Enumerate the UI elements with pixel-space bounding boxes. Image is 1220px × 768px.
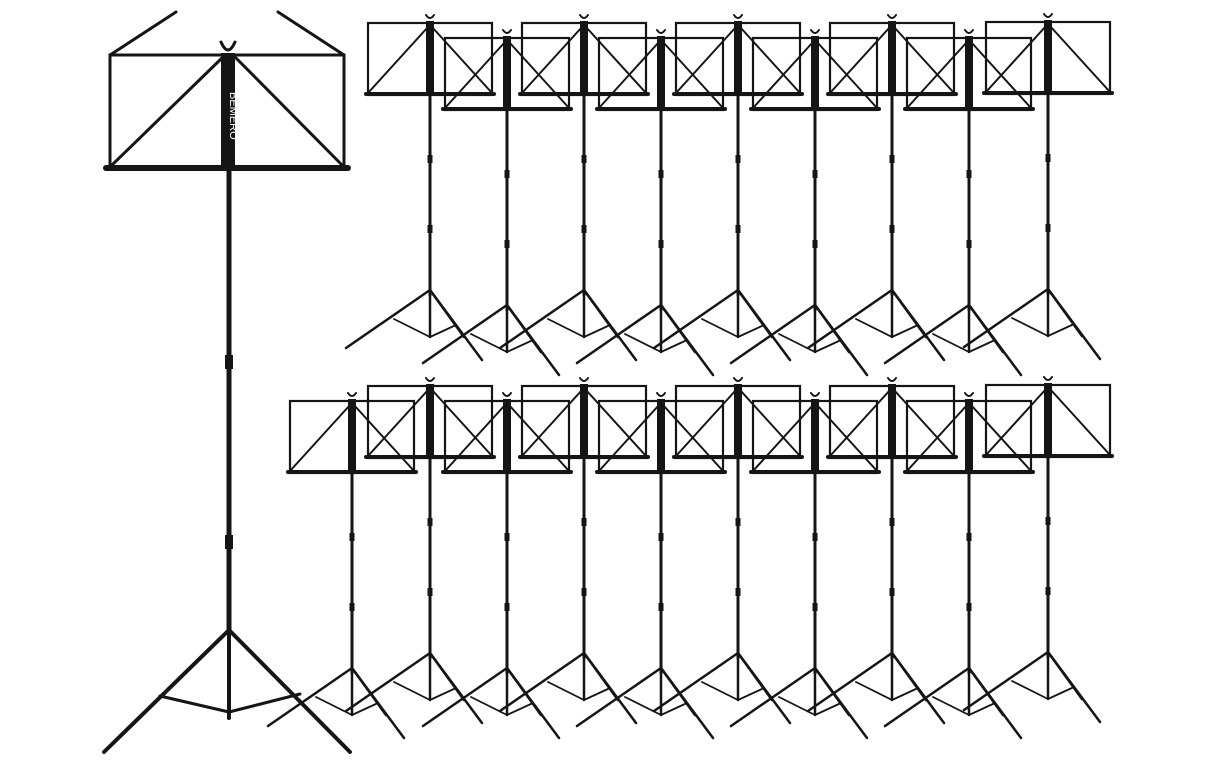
small-music-stand: [806, 376, 958, 725]
small-music-stand: [575, 28, 727, 377]
small-stands-top-row: [344, 12, 1114, 377]
large-music-stand: [102, 10, 352, 754]
small-music-stand: [498, 13, 650, 362]
small-music-stand: [652, 13, 804, 362]
small-music-stand: [729, 391, 881, 740]
small-music-stand: [883, 391, 1035, 740]
small-music-stand: [421, 28, 573, 377]
small-stands-bottom-row: [266, 375, 1114, 740]
small-music-stand: [652, 376, 804, 725]
small-music-stand: [498, 376, 650, 725]
brand-logo: BEMERO: [227, 92, 239, 140]
small-music-stand: [421, 391, 573, 740]
small-music-stand: [806, 13, 958, 362]
small-music-stand: [344, 376, 496, 725]
small-music-stand: [344, 13, 496, 362]
small-music-stand: [883, 28, 1035, 377]
small-music-stand: [729, 28, 881, 377]
small-music-stand: [962, 375, 1114, 724]
small-music-stand: [575, 391, 727, 740]
small-music-stand: [962, 12, 1114, 361]
small-music-stand: [266, 391, 418, 740]
